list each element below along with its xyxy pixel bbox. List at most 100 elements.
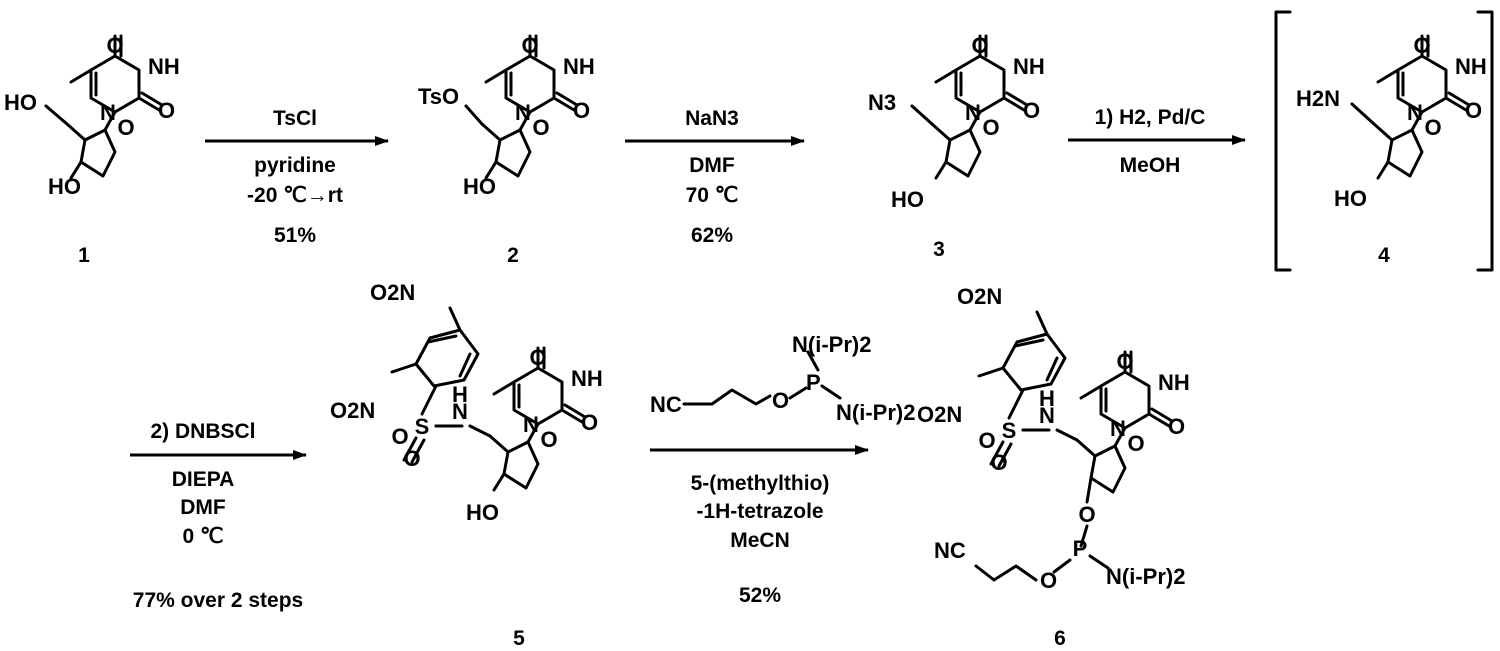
r5-label: N3 [868, 90, 896, 115]
reagent: 1) H2, Pd/C [1095, 106, 1206, 129]
condition: 70 ℃ [686, 184, 739, 207]
atom-label: O [581, 410, 598, 435]
nitrile-label: NC [650, 392, 682, 417]
atom-label: NH [1013, 54, 1045, 79]
atom-label: O [106, 33, 123, 58]
yield: 77% over 2 steps [133, 589, 303, 612]
atom-label: O [532, 115, 549, 140]
condition: DIEPA [172, 468, 235, 491]
atom-label: O [1116, 349, 1133, 374]
atom-label: O [521, 33, 538, 58]
compound-1: O NH O N O HO HO 1 [4, 33, 180, 267]
reaction-arrow-4: 2) DNBSCl DIEPA DMF 0 ℃ 77% over 2 steps [130, 420, 307, 612]
condition: MeCN [730, 529, 790, 552]
atom-label: O [158, 98, 175, 123]
atom-label: N [523, 412, 539, 437]
r3-label: HO [891, 187, 924, 212]
compound-number-1: 1 [78, 244, 90, 267]
compound-3: O NH O N O N3 HO 3 [868, 33, 1045, 261]
compound-number-2: 2 [507, 244, 519, 267]
sulfur-label: S [1002, 418, 1017, 443]
reaction-arrow-2: NaN3 DMF 70 ℃ 62% [625, 107, 805, 247]
reagent: 2) DNBSCl [150, 420, 255, 443]
reaction-arrow-5: NC O P N(i-Pr)2 N(i-Pr)2 5-(methylthio) … [650, 332, 915, 607]
atom-label: O [990, 450, 1007, 475]
atom-label: N [965, 100, 981, 125]
atom-label: O [1127, 431, 1144, 456]
atom-label: O [1040, 568, 1057, 593]
compound-6: O NH O N O S N H O O O2N O2N O P N(i-Pr)… [917, 284, 1190, 650]
compound-number-5: 5 [513, 627, 525, 650]
atom-label: O [403, 446, 420, 471]
amine-label: N(i-Pr)2 [792, 332, 871, 357]
atom-label: O [1023, 98, 1040, 123]
atom-label: N [1039, 403, 1055, 428]
compound-4: O NH O N O H2N HO 4 [1274, 10, 1494, 272]
right-bracket [1476, 10, 1494, 272]
atom-label: N [515, 100, 531, 125]
atom-label: O [1168, 414, 1185, 439]
r5-label: H2N [1296, 86, 1340, 111]
atom-label: O [1413, 33, 1430, 58]
nitrile-label: NC [934, 538, 966, 563]
reaction-arrow-1: TsCl pyridine -20 ℃→rt 51% [205, 107, 389, 247]
phosphorus-label: P [806, 370, 821, 395]
nitro-label: O2N [917, 402, 962, 427]
amine-label: N(i-Pr)2 [836, 400, 915, 425]
condition: 0 ℃ [182, 525, 223, 548]
atom-label: O [971, 33, 988, 58]
atom-label: N [1110, 416, 1126, 441]
condition: -1H-tetrazole [696, 500, 823, 523]
atom-label: N [100, 100, 116, 125]
atom-label: NH [563, 54, 595, 79]
atom-label: NH [1455, 54, 1487, 79]
atom-label: N [1407, 100, 1423, 125]
condition: DMF [689, 154, 735, 177]
atom-label: O [978, 428, 995, 453]
atom-label: NH [148, 54, 180, 79]
atom-label: O [1424, 115, 1441, 140]
yield: 62% [691, 224, 733, 247]
nitro-label: O2N [330, 398, 375, 423]
atom-label: O [1078, 502, 1095, 527]
reagent: NaN3 [685, 107, 739, 130]
compound-number-6: 6 [1054, 627, 1066, 650]
compound-2: O NH O N O TsO HO 2 [418, 33, 595, 267]
r3-label: HO [466, 500, 499, 525]
atom-label: O [772, 388, 789, 413]
condition: 5-(methylthio) [691, 472, 830, 495]
reaction-arrow-3: 1) H2, Pd/C MeOH [1068, 106, 1246, 177]
atom-label: O [982, 115, 999, 140]
left-bracket [1274, 10, 1292, 272]
atom-label: NH [571, 366, 603, 391]
atom-label: O [529, 345, 546, 370]
yield: 52% [739, 584, 781, 607]
nitro-label: O2N [370, 280, 415, 305]
compound-5: O NH O N O S N H O O O2N O2N HO 5 [330, 280, 603, 650]
r5-label: TsO [418, 84, 459, 109]
yield: 51% [274, 224, 316, 247]
atom-label: O [573, 98, 590, 123]
atom-label: O [117, 115, 134, 140]
atom-label: H [452, 382, 468, 407]
atom-label: NH [1158, 370, 1190, 395]
condition: pyridine [254, 154, 336, 177]
condition: MeOH [1120, 154, 1181, 177]
phosphorus-label: P [1073, 536, 1088, 561]
atom-label: N [452, 399, 468, 424]
nitro-label: O2N [957, 284, 1002, 309]
condition: DMF [180, 496, 226, 519]
atom-label: O [391, 424, 408, 449]
condition: -20 ℃→rt [247, 184, 343, 207]
compound-number-3: 3 [933, 238, 945, 261]
r3-label: HO [1334, 186, 1367, 211]
r5-label: HO [4, 90, 37, 115]
atom-label: H [1039, 386, 1055, 411]
r3-label: HO [463, 174, 496, 199]
compound-number-4: 4 [1378, 244, 1390, 267]
sulfur-label: S [415, 414, 430, 439]
r3-label: HO [48, 174, 81, 199]
atom-label: O [1465, 98, 1482, 123]
atom-label: O [540, 427, 557, 452]
